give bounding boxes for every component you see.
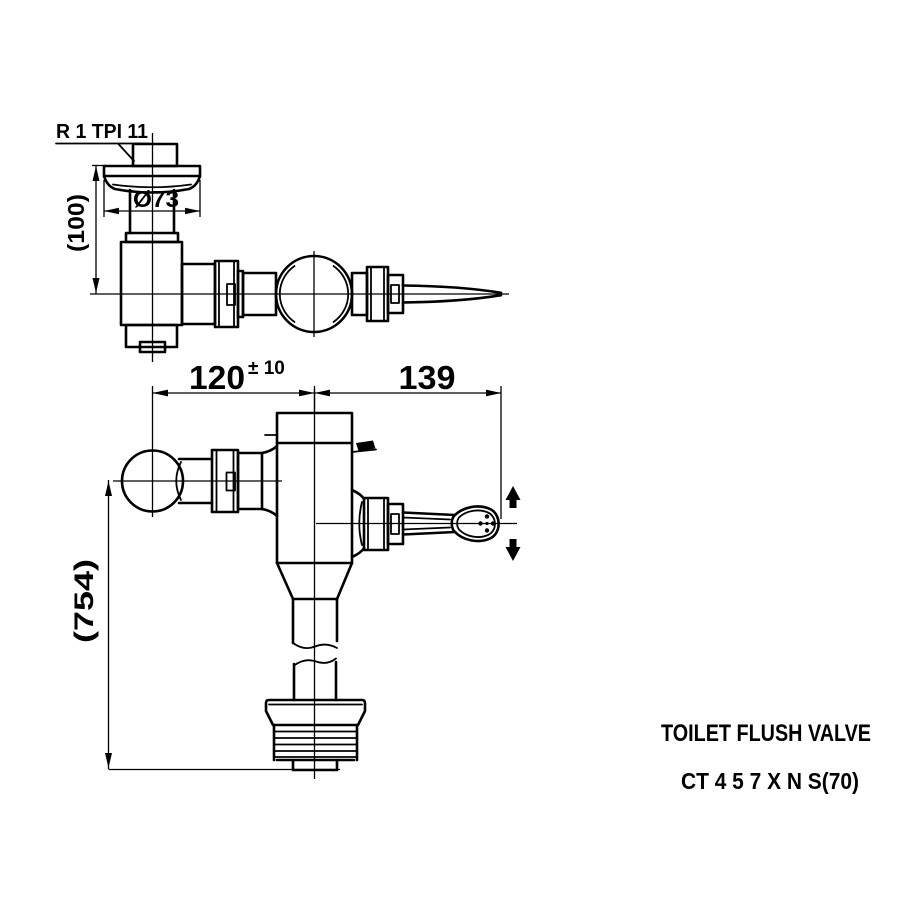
lever-down-arrow-icon (505, 539, 521, 561)
lever-assembly (350, 486, 521, 561)
pipe-break-line (293, 657, 337, 667)
title-block: TOILET FLUSH VALVE CT 4 5 7 X N S(70) (661, 720, 871, 794)
knob-ornament (478, 514, 496, 533)
height-754-label: (754) (69, 559, 99, 643)
spud-thread (272, 723, 359, 762)
thread-callout-label: R 1 TPI 11 (56, 121, 148, 143)
lever-up-arrow-icon (505, 486, 521, 508)
dim-arrow-left (104, 207, 119, 215)
dim-diameter-73: Ø73 (103, 180, 201, 217)
dim-height-100: (100) (63, 164, 107, 294)
thread-callout: R 1 TPI 11 (55, 121, 150, 162)
height-100-label: (100) (63, 194, 89, 252)
lever-length-label: 139 (399, 359, 456, 396)
flange-band (102, 164, 202, 178)
inlet-offset-tolerance-label: ± 10 (248, 358, 285, 379)
dim-120-139: 120 ± 10 139 (151, 358, 502, 519)
dim-arrow-down (92, 278, 100, 293)
product-name: TOILET FLUSH VALVE (661, 720, 871, 747)
lever-shaft (401, 511, 457, 536)
thread-callout-leader (117, 142, 135, 162)
down-pipe-and-spud (264, 597, 367, 772)
inlet-thread-stub (131, 142, 179, 168)
spud-flange (264, 698, 367, 727)
top-view-centerlines (90, 133, 509, 362)
diameter-73-label: Ø73 (133, 186, 179, 212)
front-view-drawing: 120 ± 10 139 (754) (69, 358, 521, 779)
brand-flag-icon (351, 440, 377, 453)
inlet-pipe-end (120, 449, 185, 513)
model-code: CT 4 5 7 X N S(70) (681, 768, 859, 794)
valve-body-top (119, 240, 184, 327)
valve-body-front (264, 411, 377, 601)
inlet-offset-label: 120 (189, 359, 245, 396)
pipe-break-line (292, 642, 338, 650)
dim-arrow-right (185, 207, 200, 215)
top-view-valve-outline (102, 142, 503, 354)
front-view-centerlines (113, 389, 517, 779)
dim-arrow-up (92, 166, 100, 181)
flange-bowl (102, 174, 202, 194)
lever-handle-knob (450, 505, 500, 543)
top-view-drawing: R 1 TPI 11 (55, 121, 509, 362)
